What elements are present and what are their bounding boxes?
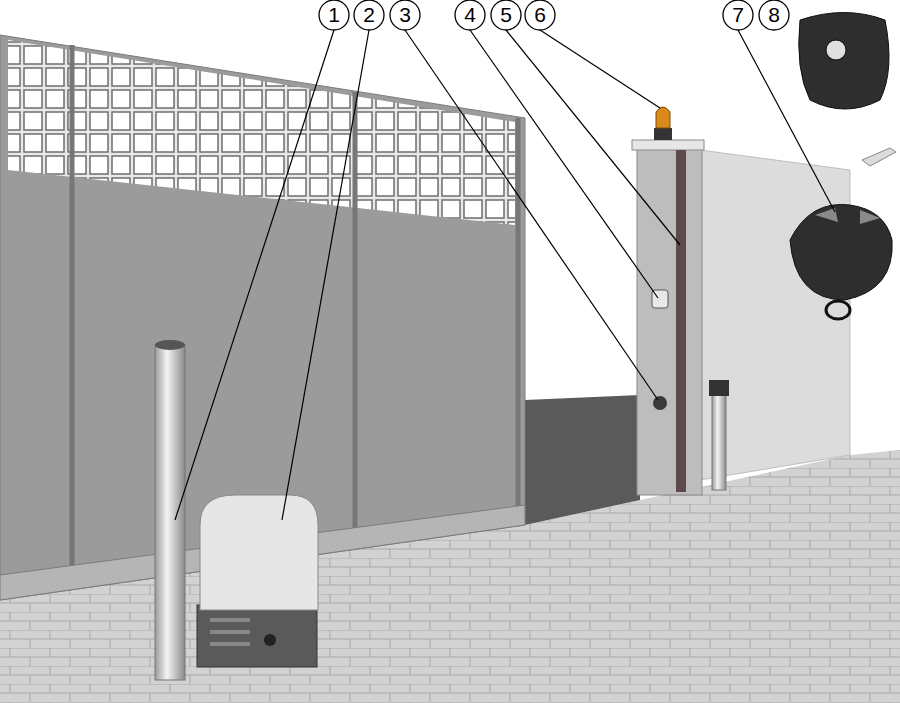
motor-base	[197, 605, 317, 667]
gate-grid	[8, 40, 515, 225]
remote-control	[790, 204, 892, 300]
flashing-lamp	[656, 107, 670, 128]
gate-upright	[516, 118, 521, 525]
callout-number: 7	[724, 1, 752, 29]
callout-number: 8	[760, 1, 788, 29]
callout-number: 5	[492, 1, 520, 29]
motor-vents	[210, 620, 250, 644]
photocell-head	[709, 380, 729, 396]
key-selector	[799, 13, 889, 110]
lamp-base	[654, 128, 672, 140]
pillar	[637, 145, 702, 495]
callout-number: 1	[320, 1, 348, 29]
callout-number: 3	[391, 1, 419, 29]
callout-circles	[319, 0, 789, 30]
callout-number: 4	[456, 1, 484, 29]
leader-lines	[175, 30, 835, 520]
key	[862, 148, 896, 166]
safety-edge	[676, 150, 686, 492]
remote-ring	[826, 301, 850, 319]
callout-number: 2	[355, 1, 383, 29]
gravel	[525, 395, 640, 525]
gate-upright	[70, 45, 75, 590]
motor-release	[264, 634, 276, 646]
post-top	[155, 340, 185, 350]
gate-upright	[353, 92, 358, 550]
photocell-post	[712, 385, 726, 490]
remote-buttons	[815, 208, 880, 224]
callout-number: 6	[526, 1, 554, 29]
photocell	[653, 396, 667, 410]
photocell-post	[155, 345, 185, 680]
motor-cover	[200, 495, 318, 610]
key-cylinder	[826, 40, 846, 60]
pillar-cap	[632, 140, 704, 150]
